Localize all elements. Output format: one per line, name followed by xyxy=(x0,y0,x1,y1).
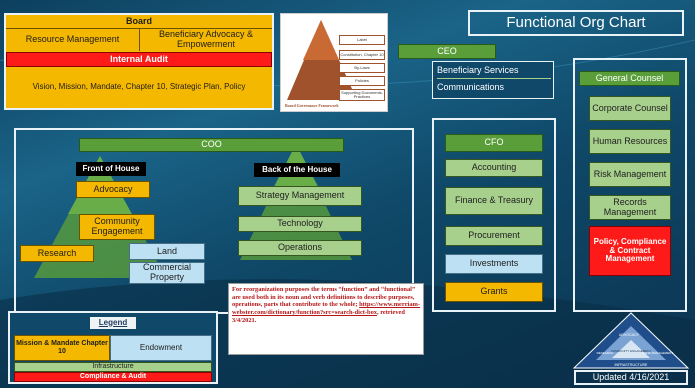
legend-endowment: Endowment xyxy=(110,335,212,361)
triangle-label-infrastructure: INFRASTRUCTURE xyxy=(615,363,649,367)
triangle-label-advocacy: ADVOCACY xyxy=(619,333,640,337)
coo-advocacy: Advocacy xyxy=(76,181,150,198)
coo-strategy-management: Strategy Management xyxy=(238,186,362,206)
coo-header: COO xyxy=(79,138,344,152)
note-link[interactable]: https://www.merriam-webster.com/dictiona… xyxy=(232,301,420,317)
board-vision-statement: Vision, Mission, Mandate, Chapter 10, St… xyxy=(32,82,246,92)
coo-community-engagement: Community Engagement xyxy=(79,214,155,240)
page-title: Functional Org Chart xyxy=(468,10,684,36)
triangle-label-research: RESEARCH xyxy=(597,351,614,355)
pyramid-caption: Board Governance Framework xyxy=(285,103,339,108)
cfo-grants: Grants xyxy=(445,282,543,302)
general-counsel-header: General Counsel xyxy=(579,71,680,86)
board-resource-management: Resource Management xyxy=(25,34,120,45)
legend-mission: Mission & Mandate Chapter 10 xyxy=(14,335,110,361)
legend-compliance: Compliance & Audit xyxy=(14,372,212,382)
reorganization-note: For reorganization purposes the terms “f… xyxy=(228,283,424,355)
triangle-label-community: COMMUNITY ENGAGEMENT xyxy=(611,349,652,353)
ceo-items: Beneficiary Services Communications xyxy=(432,61,554,99)
board-label: Board xyxy=(6,15,272,29)
cfo-procurement: Procurement xyxy=(445,226,543,246)
cfo-accounting: Accounting xyxy=(445,159,543,177)
cfo-column: CFO Accounting Finance & Treasury Procur… xyxy=(432,118,556,312)
triangle-label-land: LAND MANAGEMENT xyxy=(643,351,674,355)
coo-commercial-property: Commercial Property xyxy=(129,262,205,284)
pyramid-level-4: Policies xyxy=(339,76,385,86)
gc-risk-management: Risk Management xyxy=(589,162,671,187)
pyramid-level-5: Supporting Documents, Practices xyxy=(339,89,385,101)
governance-pyramid: Label Constitution, Chapter 10 By-Laws P… xyxy=(280,13,388,112)
front-of-house-label: Front of House xyxy=(76,162,146,176)
updated-date: Updated 4/16/2021 xyxy=(574,370,688,385)
coo-block: COO Front of House Advocacy Community En… xyxy=(14,128,414,314)
coo-technology: Technology xyxy=(238,216,362,232)
ceo-box: CEO xyxy=(398,44,496,59)
cfo-finance-treasury: Finance & Treasury xyxy=(445,187,543,215)
board-block: Board Resource Management Beneficiary Ad… xyxy=(4,13,274,110)
coo-research: Research xyxy=(20,245,94,262)
gc-corporate-counsel: Corporate Counsel xyxy=(589,96,671,121)
board-beneficiary-advocacy: Beneficiary Advocacy & Empowerment xyxy=(139,29,272,51)
cfo-investments: Investments xyxy=(445,254,543,274)
back-of-house-label: Back of the House xyxy=(254,163,340,177)
gc-human-resources: Human Resources xyxy=(589,129,671,154)
pyramid-level-2: Constitution, Chapter 10 xyxy=(339,50,385,60)
legend-block: Legend Mission & Mandate Chapter 10 Endo… xyxy=(8,311,218,384)
pyramid-level-3: By-Laws xyxy=(339,63,385,73)
cfo-header: CFO xyxy=(445,134,543,152)
legend-infrastructure: Infrastructure xyxy=(14,362,212,372)
framework-triangle: ADVOCACY COMMUNITY ENGAGEMENT RESEARCH L… xyxy=(572,312,690,369)
board-internal-audit: Internal Audit xyxy=(6,52,272,67)
general-counsel-column: General Counsel Corporate Counsel Human … xyxy=(573,58,687,312)
note-suffix: , retrieved 3/4/2021. xyxy=(232,309,405,324)
legend-label: Legend xyxy=(90,317,136,329)
ceo-beneficiary-services: Beneficiary Services xyxy=(437,65,551,79)
ceo-communications: Communications xyxy=(437,82,505,92)
coo-operations: Operations xyxy=(238,240,362,256)
gc-records-management: Records Management xyxy=(589,195,671,220)
pyramid-level-1: Label xyxy=(339,35,385,45)
note-text: For reorganization purposes the terms “f… xyxy=(232,286,416,309)
coo-land: Land xyxy=(129,243,205,260)
gc-policy-compliance: Policy, Compliance & Contract Management xyxy=(589,226,671,276)
